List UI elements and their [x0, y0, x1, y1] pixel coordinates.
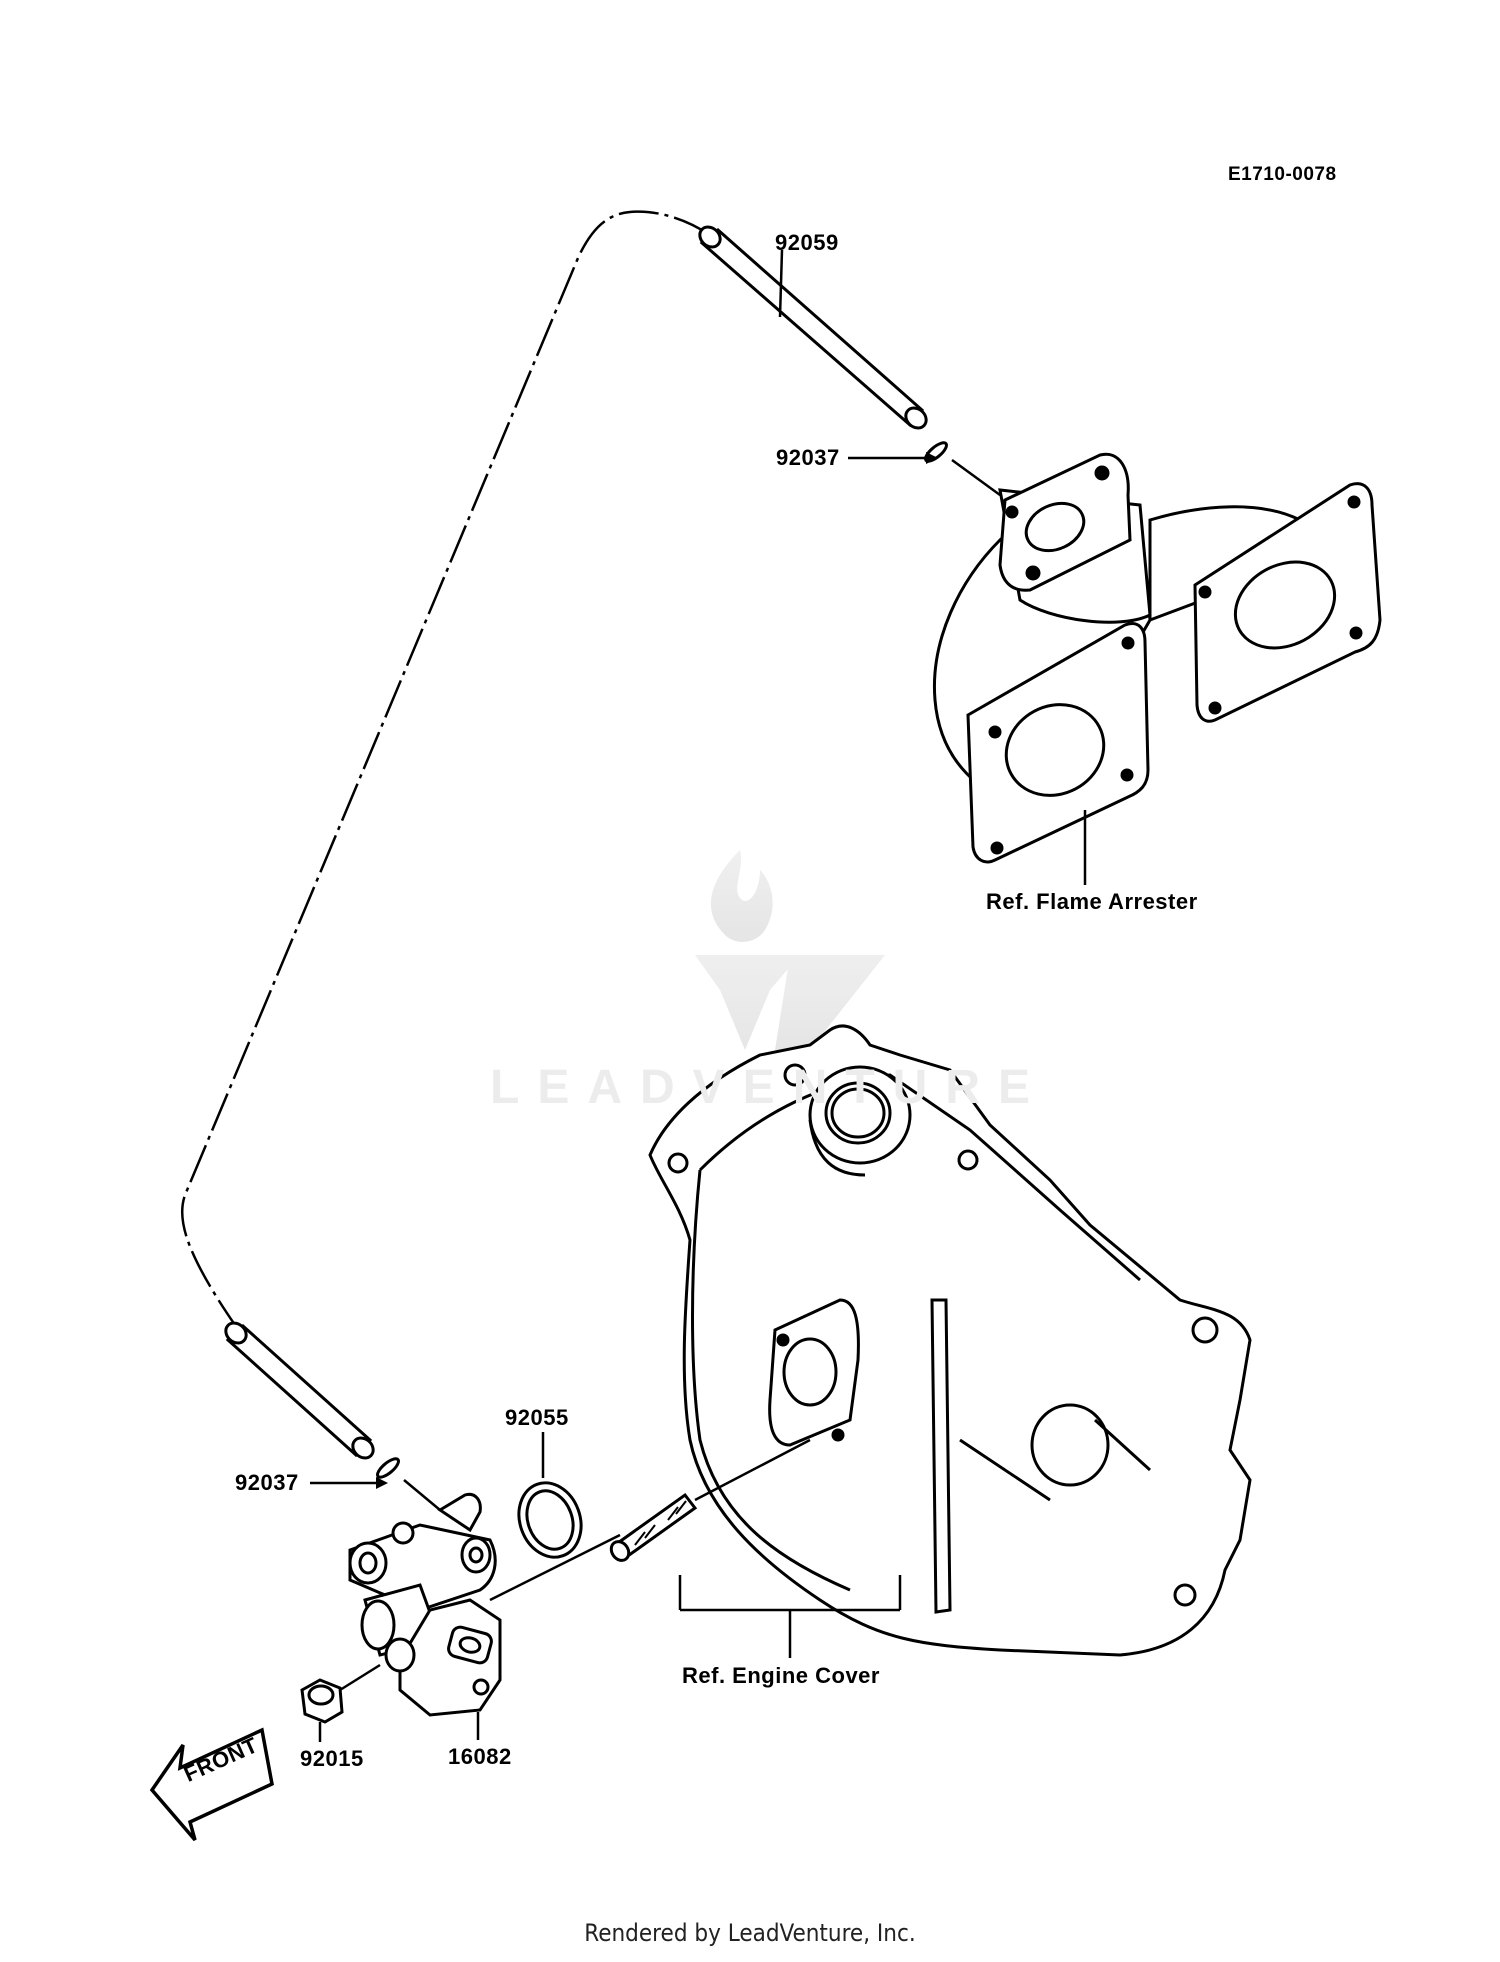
valve-body-16082 — [348, 1492, 621, 1717]
footer-credit: Rendered by LeadVenture, Inc. — [584, 1919, 916, 1947]
part-label-92055[interactable]: 92055 — [505, 1405, 569, 1430]
engine-cover — [648, 1024, 1252, 1658]
diagram-id: E1710-0078 — [1228, 164, 1337, 185]
part-label-92059[interactable]: 92059 — [775, 230, 839, 255]
watermark-logo — [695, 850, 885, 1050]
hose-routing-line — [180, 210, 711, 1326]
part-label-16082[interactable]: 16082 — [448, 1744, 512, 1769]
part-label-92015[interactable]: 92015 — [300, 1746, 364, 1771]
ref-flame-arrester-label: Ref. Flame Arrester — [986, 889, 1198, 914]
hose-92059 — [698, 225, 928, 430]
flame-arrester — [932, 452, 1382, 885]
clamp-92037-lower — [310, 1457, 441, 1511]
front-arrow-icon — [149, 1727, 274, 1842]
watermark-text: LEADVENTURE — [490, 1061, 1049, 1114]
clamp-92037-upper — [848, 441, 1001, 497]
ref-engine-cover-label: Ref. Engine Cover — [682, 1663, 880, 1688]
part-label-92037-upper[interactable]: 92037 — [776, 445, 840, 470]
hose-lower — [224, 1321, 375, 1460]
nut-92015 — [300, 1663, 480, 1742]
o-ring-92055 — [517, 1432, 583, 1559]
part-label-92037-lower[interactable]: 92037 — [235, 1470, 299, 1495]
stud — [609, 1438, 811, 1562]
